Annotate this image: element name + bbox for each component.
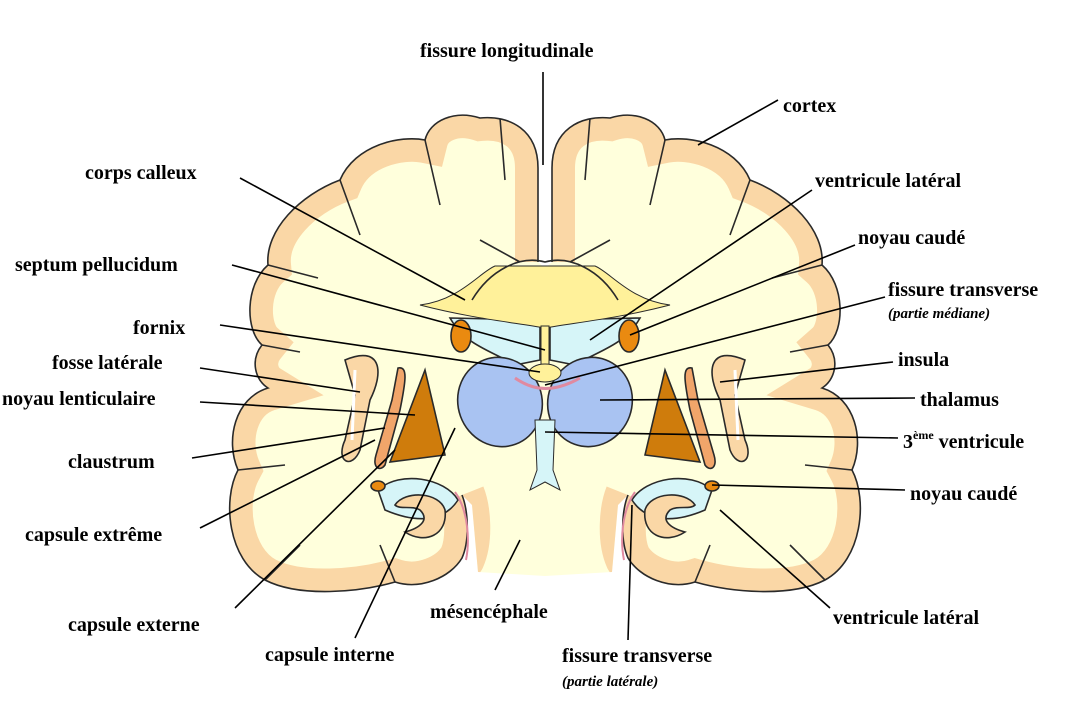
label-septum-pellucidum: septum pellucidum	[15, 254, 178, 276]
label-noyau-caude-top: noyau caudé	[858, 227, 965, 249]
label-mesencephale: mésencéphale	[430, 601, 548, 623]
label-ventricule-lateral-bottom: ventricule latéral	[833, 607, 979, 629]
label-fissure-transverse-laterale-sub: (partie latérale)	[562, 674, 658, 690]
third-ventricle	[529, 419, 561, 492]
label-thalamus: thalamus	[920, 389, 999, 411]
label-third-ventricle: 3ème ventricule	[903, 428, 1024, 453]
fornix	[528, 363, 562, 383]
label-insula: insula	[898, 349, 949, 371]
transverse-fissure-median	[514, 376, 581, 390]
septum-pellucidum	[540, 325, 550, 367]
label-capsule-externe: capsule externe	[68, 614, 200, 636]
corpus-callosum	[419, 265, 671, 329]
label-claustrum: claustrum	[68, 451, 155, 473]
label-noyau-caude-bottom: noyau caudé	[910, 483, 1017, 505]
label-fornix: fornix	[133, 317, 185, 339]
leader-lines	[191, 72, 916, 641]
label-ventricule-lateral-top: ventricule latéral	[815, 170, 961, 192]
label-fissure-transverse-mediane-sub: (partie médiane)	[888, 306, 990, 322]
label-capsule-interne: capsule interne	[265, 644, 395, 666]
label-capsule-extreme: capsule extrême	[25, 524, 162, 546]
label-cortex: cortex	[783, 95, 836, 117]
label-fosse-laterale: fosse latérale	[52, 352, 163, 374]
label-corps-calleux: corps calleux	[85, 162, 197, 184]
right-hemisphere	[535, 115, 860, 591]
label-fissure-longitudinale: fissure longitudinale	[420, 40, 594, 62]
label-noyau-lenticulaire: noyau lenticulaire	[2, 388, 156, 410]
label-fissure-transverse-laterale: fissure transverse	[562, 645, 712, 667]
left-hemisphere	[230, 115, 555, 591]
label-fissure-transverse-mediane: fissure transverse	[888, 279, 1038, 301]
